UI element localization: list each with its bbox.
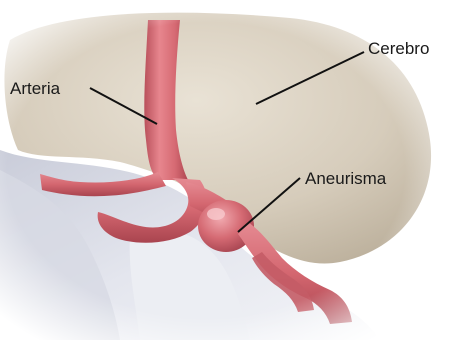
brain-label: Cerebro xyxy=(368,40,429,57)
aneurysm-label: Aneurisma xyxy=(305,170,386,187)
artery-label: Arteria xyxy=(10,80,60,97)
